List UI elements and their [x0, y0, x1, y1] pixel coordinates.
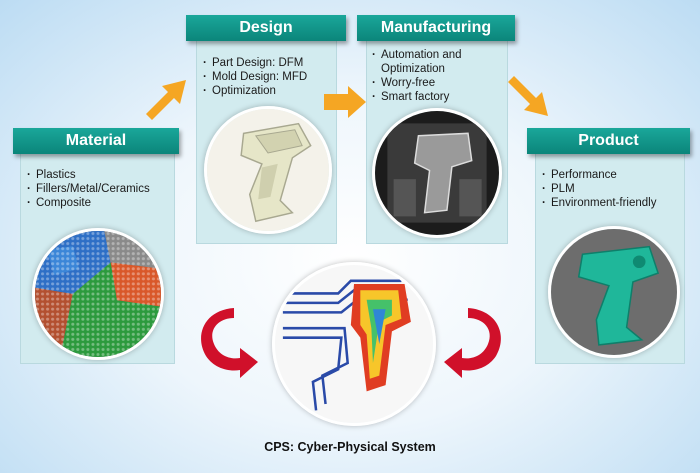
manufacturing-header: Manufacturing: [357, 15, 515, 41]
design-bullet: Part Design: DFM: [203, 56, 338, 70]
plastic-pellets-image: [32, 228, 164, 360]
material-bullet: Fillers/Metal/Ceramics: [27, 182, 175, 196]
arrow-right-icon: [146, 80, 186, 120]
material-bullet: Plastics: [27, 168, 175, 182]
cps-simulation-image: [272, 262, 436, 426]
caption: CPS: Cyber-Physical System: [264, 440, 436, 454]
product-bullet: PLM: [542, 182, 687, 196]
design-bullet: Optimization: [203, 84, 338, 98]
arrow-right-icon: [508, 76, 548, 116]
design-bullets: Part Design: DFM Mold Design: MFD Optimi…: [203, 56, 338, 98]
manufacturing-bullets: Automation and Optimization Worry-free S…: [372, 48, 504, 104]
manufacturing-bullet: Automation and Optimization: [372, 48, 504, 76]
design-bullet: Mold Design: MFD: [203, 70, 338, 84]
product-bullet: Environment-friendly: [542, 196, 687, 210]
design-header: Design: [186, 15, 346, 41]
material-bullets: Plastics Fillers/Metal/Ceramics Composit…: [27, 168, 175, 210]
manufacturing-bullet: Worry-free: [372, 76, 504, 90]
cad-part-image: [204, 106, 332, 234]
power-tool-image: [548, 226, 680, 358]
product-bullet: Performance: [542, 168, 687, 182]
arrow-right-icon: [324, 86, 366, 118]
mold-machine-image: [372, 108, 502, 238]
material-bullet: Composite: [27, 196, 175, 210]
product-bullets: Performance PLM Environment-friendly: [542, 168, 687, 210]
product-header: Product: [527, 128, 690, 154]
manufacturing-bullet: Smart factory: [372, 90, 504, 104]
material-header: Material: [13, 128, 179, 154]
curved-arrow-icon: [201, 308, 258, 378]
curved-arrow-icon: [444, 308, 501, 378]
